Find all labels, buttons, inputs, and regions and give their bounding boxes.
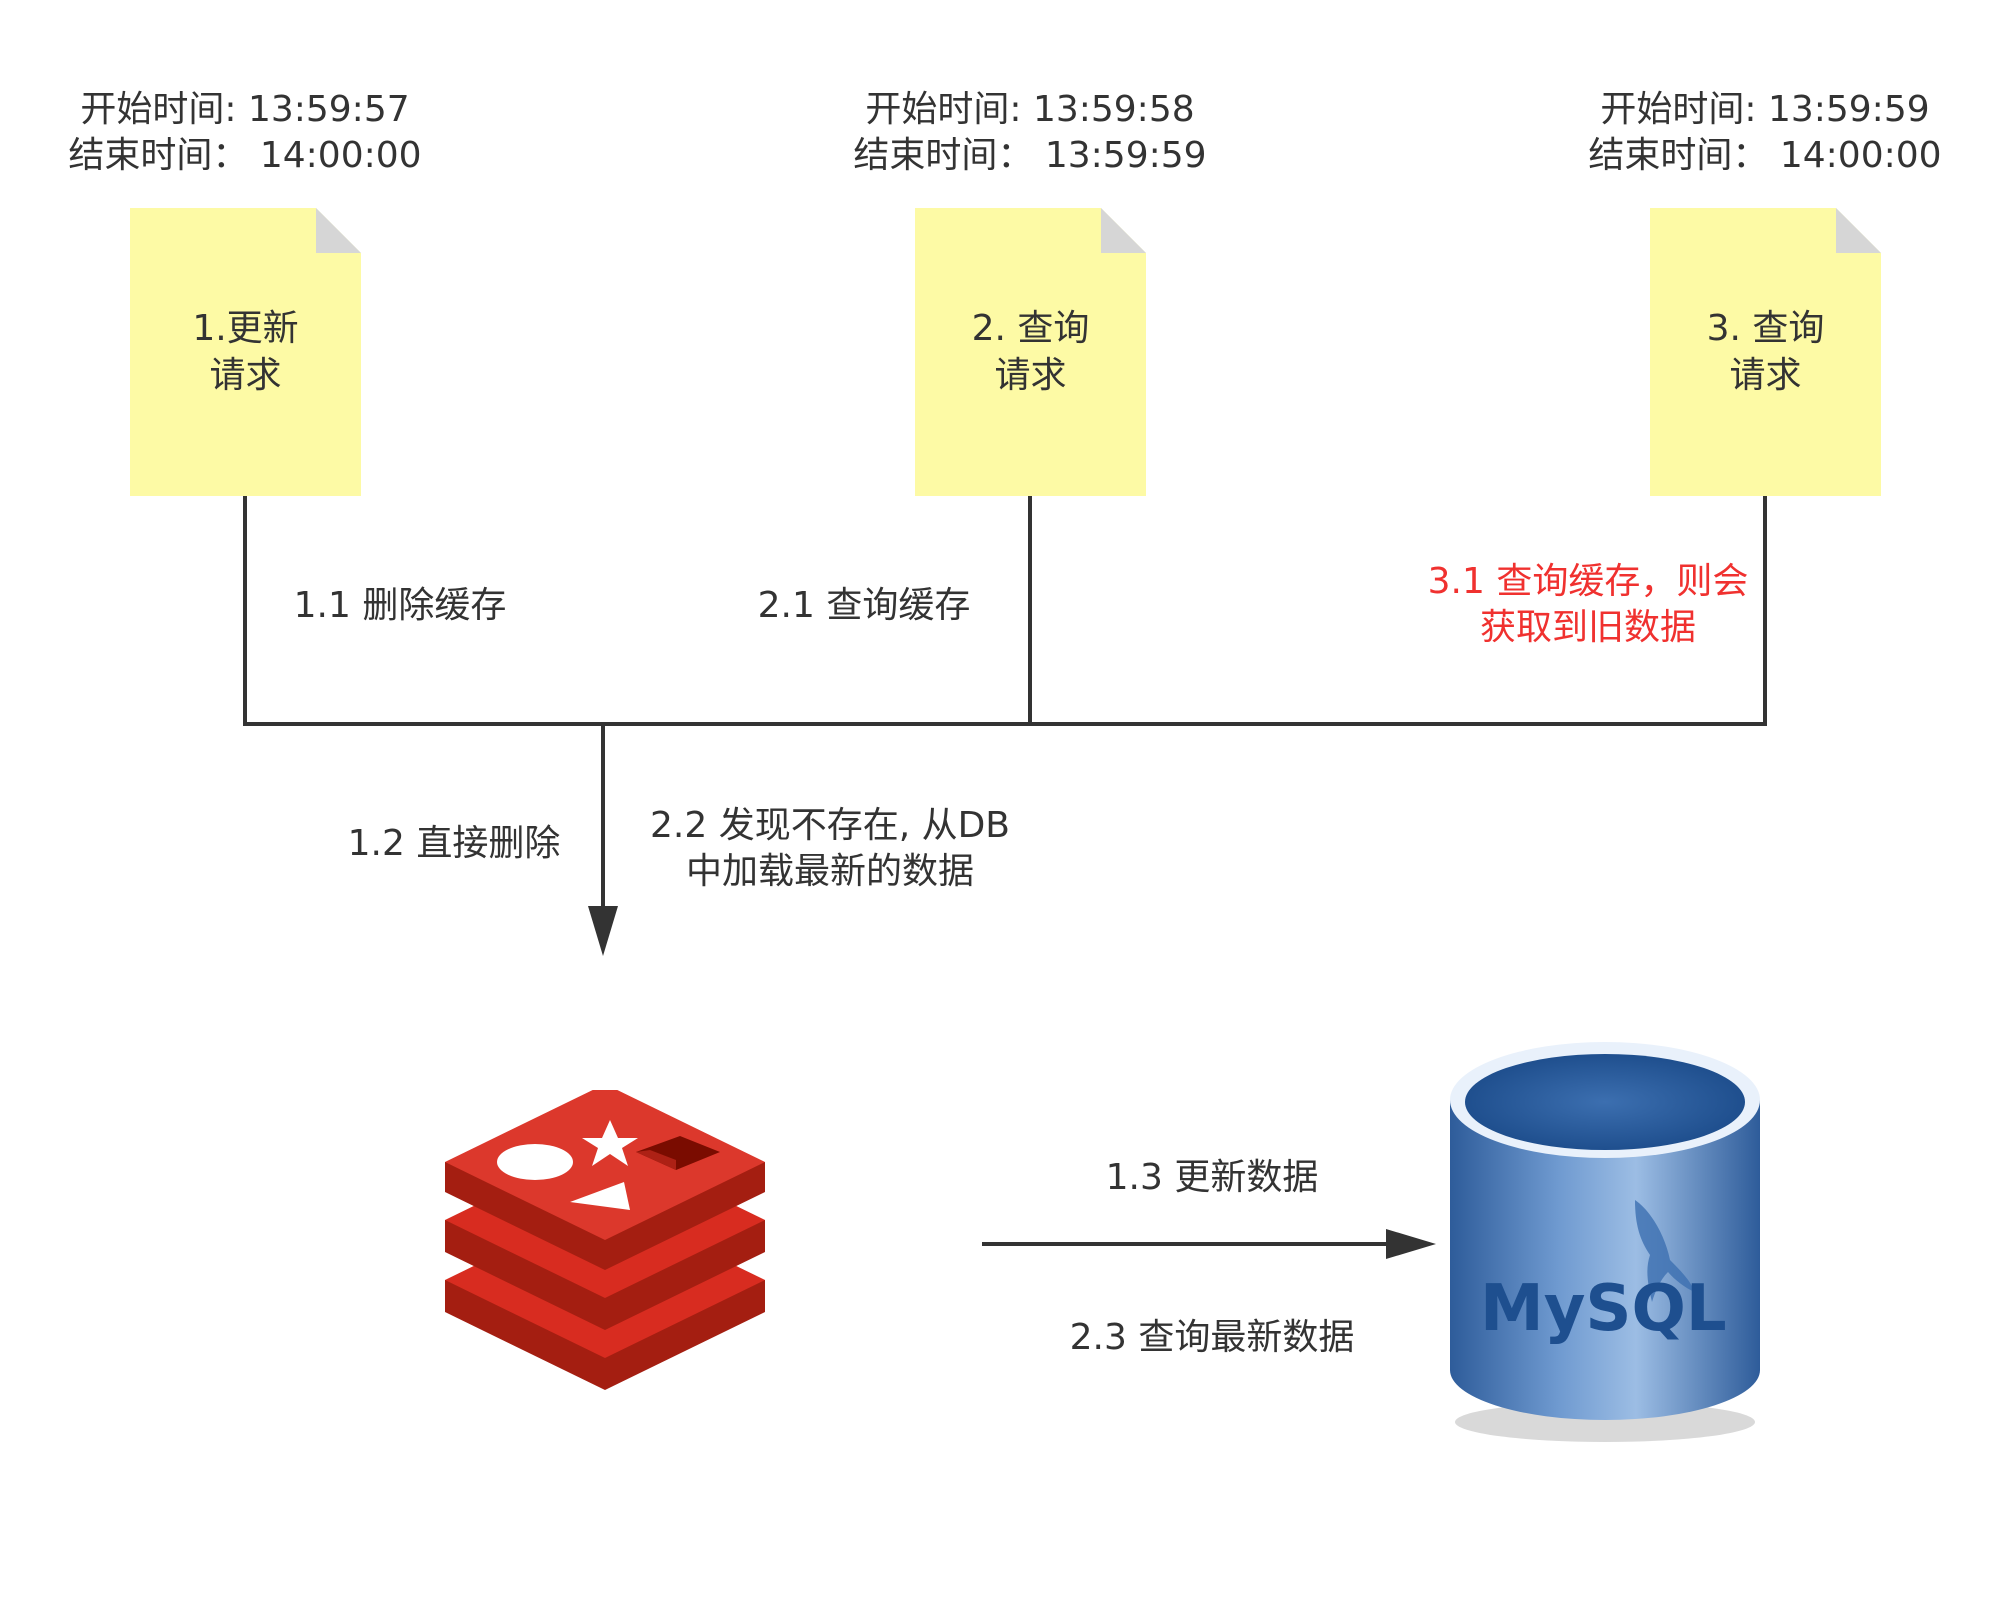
sticky-note-icon <box>1650 208 1881 496</box>
sticky-note-icon <box>915 208 1146 496</box>
step-1-2-label: 1.2 直接删除 <box>347 823 561 864</box>
request-3-note: 3. 查询 请求 <box>1650 208 1881 496</box>
request-1-end-time: 结束时间： 14:00:00 <box>68 135 422 176</box>
step-3-1-label-line1: 3.1 查询缓存，则会 <box>1427 561 1749 602</box>
step-1-3-label: 1.3 更新数据 <box>1105 1157 1319 1198</box>
db-arrow-head <box>1386 1229 1436 1259</box>
step-2-1-label: 2.1 查询缓存 <box>757 585 971 626</box>
step-3-1-label-line2: 获取到旧数据 <box>1479 607 1697 648</box>
request-1-note: 1.更新 请求 <box>130 208 361 496</box>
step-2-2-label-line1: 2.2 发现不存在, 从DB <box>649 805 1011 846</box>
redis-logo-icon <box>445 1090 765 1390</box>
sticky-note-icon <box>130 208 361 496</box>
request-1-start-time: 开始时间: 13:59:57 <box>80 89 410 130</box>
request-2-start-time: 开始时间: 13:59:58 <box>865 89 1195 130</box>
mysql-database-icon: MySQL <box>1450 1042 1760 1442</box>
request-2-title: 2. 查询 请求 <box>971 308 1090 396</box>
step-1-1-label: 1.1 删除缓存 <box>293 585 507 626</box>
request-1-title: 1.更新 请求 <box>192 308 299 396</box>
request-3-title: 3. 查询 请求 <box>1706 308 1825 396</box>
request-3-end-time: 结束时间： 14:00:00 <box>1588 135 1942 176</box>
step-2-2-label-line2: 中加载最新的数据 <box>685 851 975 892</box>
cache-arrow-head <box>588 906 618 956</box>
request-2-end-time: 结束时间： 13:59:59 <box>853 135 1207 176</box>
request-3-start-time: 开始时间: 13:59:59 <box>1600 89 1930 130</box>
mysql-label: MySQL <box>1480 1272 1727 1346</box>
request-2-note: 2. 查询 请求 <box>915 208 1146 496</box>
step-2-3-label: 2.3 查询最新数据 <box>1069 1317 1355 1358</box>
